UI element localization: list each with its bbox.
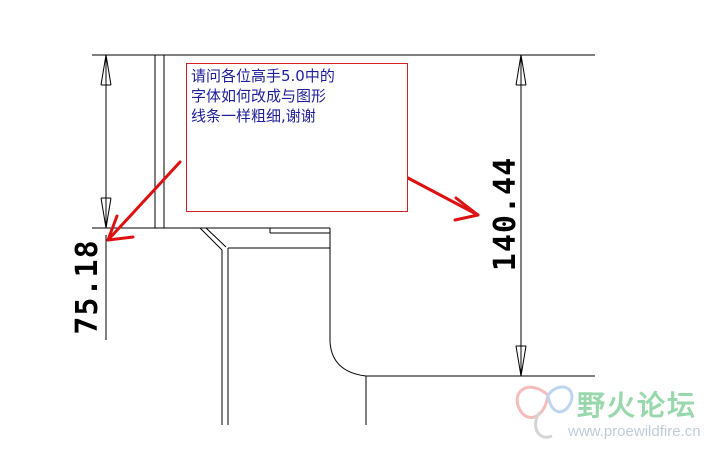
extension-lines xyxy=(92,54,595,229)
right-callout-arrow-shaft xyxy=(406,176,480,217)
right-dimension xyxy=(515,54,527,377)
left-callout-arrow-shaft xyxy=(106,160,182,242)
right-dimension-arrow-bottom xyxy=(515,345,527,377)
right-dimension-arrow-top xyxy=(515,54,527,86)
callout-arrows xyxy=(106,160,480,242)
left-dimension xyxy=(100,54,112,340)
butterfly-logo-icon xyxy=(515,385,574,439)
part-geometry xyxy=(154,55,595,425)
left-callout-arrowhead xyxy=(106,214,135,242)
part-chamfer-outer xyxy=(199,227,223,251)
right-callout-arrowhead xyxy=(453,196,480,222)
left-dimension-arrow-top xyxy=(100,54,112,86)
left-dimension-value: 75.18 xyxy=(70,239,105,335)
right-dimension-value: 140.44 xyxy=(488,156,523,272)
annotation-note-text: 请问各位高手5.0中的 字体如何改成与图形 线条一样粗细,谢谢 xyxy=(191,67,335,125)
part-chamfer-inner xyxy=(205,227,227,248)
part-fillet xyxy=(329,341,367,377)
annotation-note-box: 请问各位高手5.0中的 字体如何改成与图形 线条一样粗细,谢谢 xyxy=(186,63,408,212)
left-dimension-arrow-bottom xyxy=(100,197,112,229)
watermark-title: 野火论坛 xyxy=(577,389,698,422)
watermark-url: www.proewildfire.cn xyxy=(568,423,701,440)
